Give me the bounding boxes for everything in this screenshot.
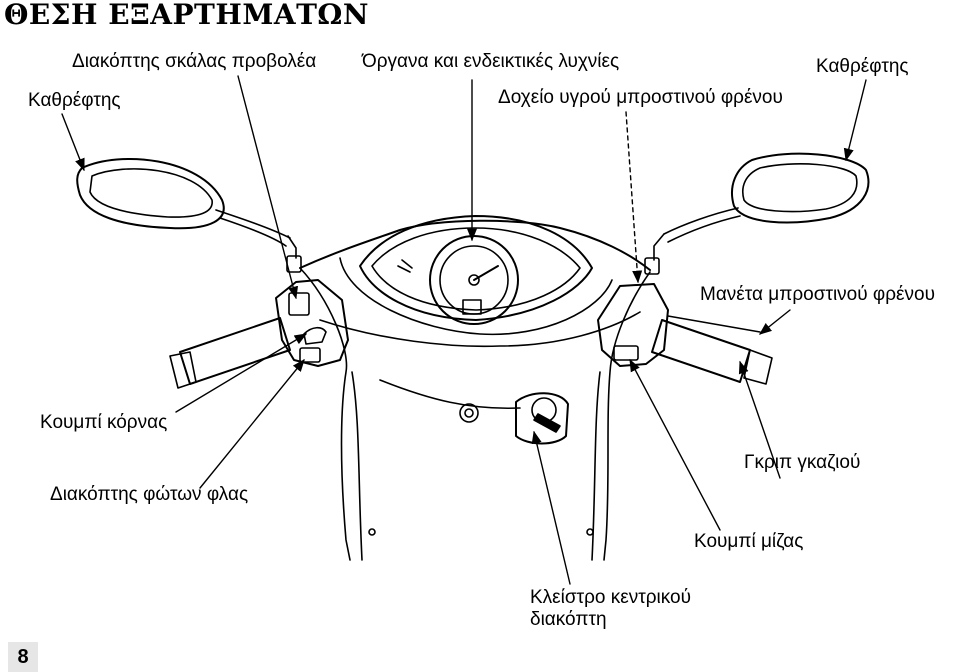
label-starter-button: Κουμπί μίζας — [694, 531, 804, 552]
label-mirror-left: Καθρέφτης — [28, 90, 121, 111]
label-horn-button: Κουμπί κόρνας — [40, 412, 168, 433]
right-grip — [597, 283, 773, 385]
label-instruments: Όργανα και ενδεικτικές λυχνίες — [362, 51, 620, 72]
leader-lines — [61, 75, 867, 585]
left-grip — [169, 279, 349, 389]
label-brake-reservoir: Δοχείο υγρού μπροστινού φρένου — [498, 87, 783, 108]
label-flasher-switch: Διακόπτης φώτων φλας — [50, 484, 249, 505]
label-ignition-line1: Κλείστρο κεντρικού — [530, 587, 691, 608]
handlebar-cover — [299, 219, 651, 561]
label-headlight-switch: Διακόπτης σκάλας προβολέα — [72, 51, 317, 72]
ignition-switch — [515, 392, 569, 445]
mirror-left-illustration — [76, 158, 302, 273]
page-number: 8 — [8, 642, 38, 672]
label-ignition-line2: διακόπτη — [530, 609, 607, 630]
label-front-brake-lever: Μανέτα μπροστινού φρένου — [700, 284, 935, 305]
page-title: ΘΕΣΗ ΕΞΑΡΤΗΜΑΤΩΝ — [4, 0, 369, 31]
mirror-right-illustration — [644, 152, 870, 275]
lower-body — [351, 371, 601, 561]
label-mirror-right: Καθρέφτης — [816, 56, 909, 77]
